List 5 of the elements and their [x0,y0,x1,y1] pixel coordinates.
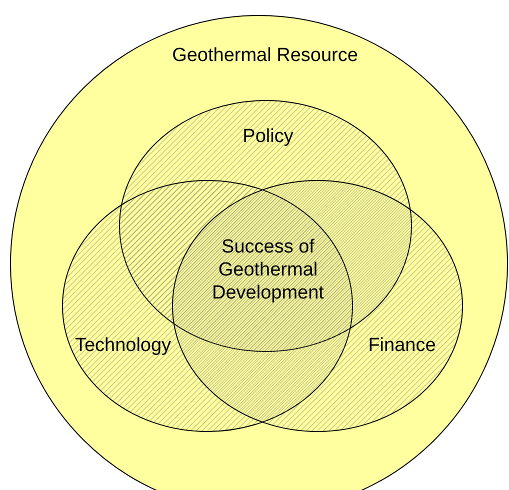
overlap-label: Success of Geothermal Development [211,236,325,304]
circle-label: Policy [242,126,294,148]
circle-label: Finance [368,335,436,357]
circle-label: Geothermal Resource [172,45,358,67]
circle-label: Technology [74,335,172,357]
